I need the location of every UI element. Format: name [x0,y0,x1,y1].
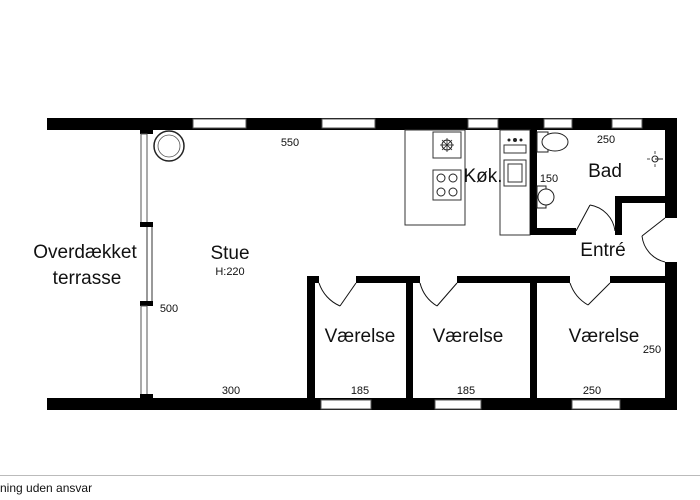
glass-mullion [140,394,153,398]
bedroom1-top-wall [307,276,319,283]
bedroom-partition [406,276,413,406]
bedroom-label: Værelse [569,326,640,347]
dimension-label: 300 [222,385,240,397]
right-wall-lower [665,262,677,410]
window [467,118,499,129]
ceiling-height-label: H:220 [215,266,244,278]
living-room-label: Stue [210,243,249,264]
bath-bottom-wall [530,228,576,235]
kitchen-label: Køk. [463,166,502,187]
glass-panel [140,133,148,225]
bedroom3-door [569,282,611,306]
bedroom-partition [530,276,537,406]
left-post-bottom [47,398,59,410]
bathroom-label: Bad [588,161,622,182]
washbasin-icon [536,185,555,209]
bedroom1-door [318,282,357,307]
dimension-label: 550 [281,137,299,149]
glass-panel [140,305,148,397]
bedroom2-top-wall [457,276,537,283]
bedroom2-top-wall [406,276,420,283]
footer-divider [0,475,700,476]
cooktop-icon [432,131,462,159]
kitchen-counter [499,129,531,236]
window [434,399,482,410]
window [321,118,376,129]
window [543,118,573,129]
dimension-label: 150 [540,173,558,185]
stove-icon [153,130,185,162]
window [571,399,621,410]
dimension-label: 250 [597,134,615,146]
hob-icon [432,169,462,201]
kitchen-sink-icon [503,159,527,187]
bath-bottom-wall [615,196,665,203]
bedroom1-top-wall [356,276,410,283]
glass-mullion [140,130,153,134]
front-door [641,217,666,263]
bottom-windows [320,399,621,410]
terrace-label: terrasse [53,268,122,289]
window [192,118,247,129]
bedroom-walls [307,276,672,406]
dimension-label: 500 [160,303,178,315]
entry-label: Entré [580,240,625,261]
kitchen-island [404,129,466,226]
dimension-label: 185 [351,385,369,397]
dimension-label: 185 [457,385,475,397]
bedroom2-door [419,282,458,307]
bathroom-walls [530,130,665,235]
left-post-top [47,118,59,130]
bath-left-wall [530,130,537,234]
dimension-label: 250 [643,344,661,356]
right-wall-upper [665,118,677,218]
bedroom3-top-wall [610,276,672,283]
bedroom3-top-wall [530,276,570,283]
window [611,118,643,129]
terrace-label: Overdækket [33,242,137,263]
glass-mullion [140,222,153,227]
footer-disclaimer: ning uden ansvar [0,481,93,495]
bedroom-label: Værelse [325,326,396,347]
shower-drain-icon [647,151,663,167]
bedroom1-left-wall [307,276,315,406]
bathroom-door [575,204,616,232]
bedroom-label: Værelse [433,326,504,347]
toilet-icon [536,131,569,153]
terrace-glass-wall [140,130,153,398]
window [320,399,372,410]
dimension-label: 250 [583,385,601,397]
glass-mullion [140,301,153,306]
bath-corner-wall [615,196,622,235]
top-windows [192,118,643,129]
